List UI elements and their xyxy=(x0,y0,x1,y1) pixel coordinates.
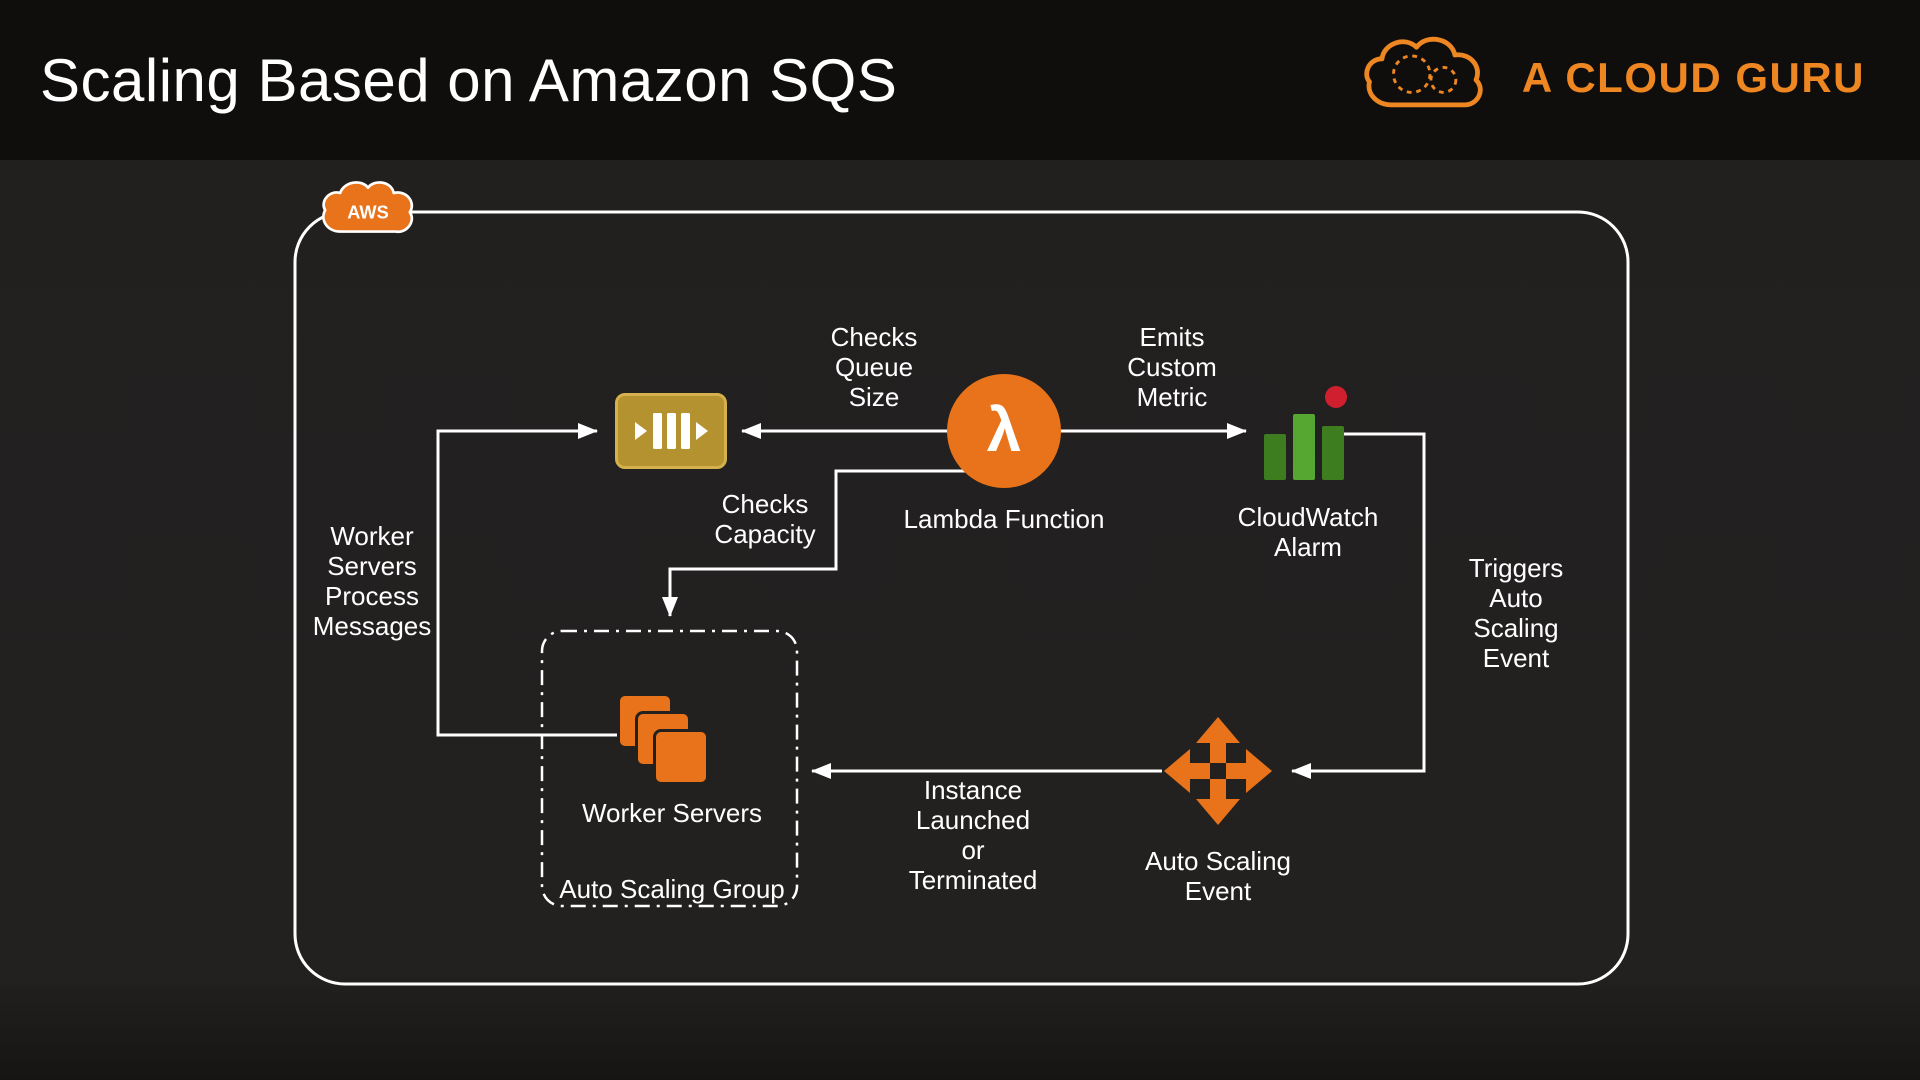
server-square-icon xyxy=(653,729,709,785)
annotation-checks-capacity: Checks Capacity xyxy=(714,489,816,549)
aws-badge-label: AWS xyxy=(347,203,388,223)
acg-logo: A CLOUD GURU xyxy=(1354,30,1865,126)
cloudwatch-bar-icon xyxy=(1293,414,1315,480)
connector-cloudwatch-to-autoscaling-event xyxy=(1291,432,1426,779)
annotation-instance-launched-terminated: Instance Launched or Terminated xyxy=(908,775,1038,895)
queue-arrow-left-icon xyxy=(634,422,647,440)
annotation-checks-queue-size: Checks Queue Size xyxy=(830,322,918,412)
slide-header: Scaling Based on Amazon SQS A CLOUD GURU xyxy=(0,0,1920,160)
cloudwatch-bar-icon xyxy=(1264,434,1286,480)
queue-arrow-right-icon xyxy=(695,422,708,440)
page-title: Scaling Based on Amazon SQS xyxy=(40,46,898,114)
auto-scaling-group-label: Auto Scaling Group xyxy=(559,874,785,904)
connector-workers-to-sqs xyxy=(436,423,630,737)
acg-cloud-icon xyxy=(1364,36,1483,108)
annotation-worker-servers-process: Worker Servers Process Messages xyxy=(312,521,432,641)
cloudwatch-alarm-icon xyxy=(1253,386,1355,480)
worker-servers-label: Worker Servers xyxy=(581,798,763,828)
lambda-icon: λ xyxy=(947,374,1061,488)
acg-logo-text: A CLOUD GURU xyxy=(1521,54,1865,101)
sqs-queue-icon xyxy=(615,393,727,469)
worker-servers-icon xyxy=(607,683,727,803)
auto-scaling-event-label: Auto Scaling Event xyxy=(1145,846,1291,906)
auto-scaling-event-icon xyxy=(1160,713,1276,829)
queue-bars-icon xyxy=(652,413,690,449)
cloudwatch-bar-icon xyxy=(1322,426,1344,480)
cloudwatch-alarm-label: CloudWatch Alarm xyxy=(1237,502,1379,562)
aws-cloud-badge: AWS xyxy=(316,178,420,238)
annotation-emits-custom-metric: Emits Custom Metric xyxy=(1127,322,1217,412)
annotation-triggers-auto-scaling: Triggers Auto Scaling Event xyxy=(1468,553,1564,673)
lambda-symbol: λ xyxy=(986,396,1022,465)
lambda-label: Lambda Function xyxy=(903,504,1105,534)
alarm-dot-icon xyxy=(1325,386,1347,408)
